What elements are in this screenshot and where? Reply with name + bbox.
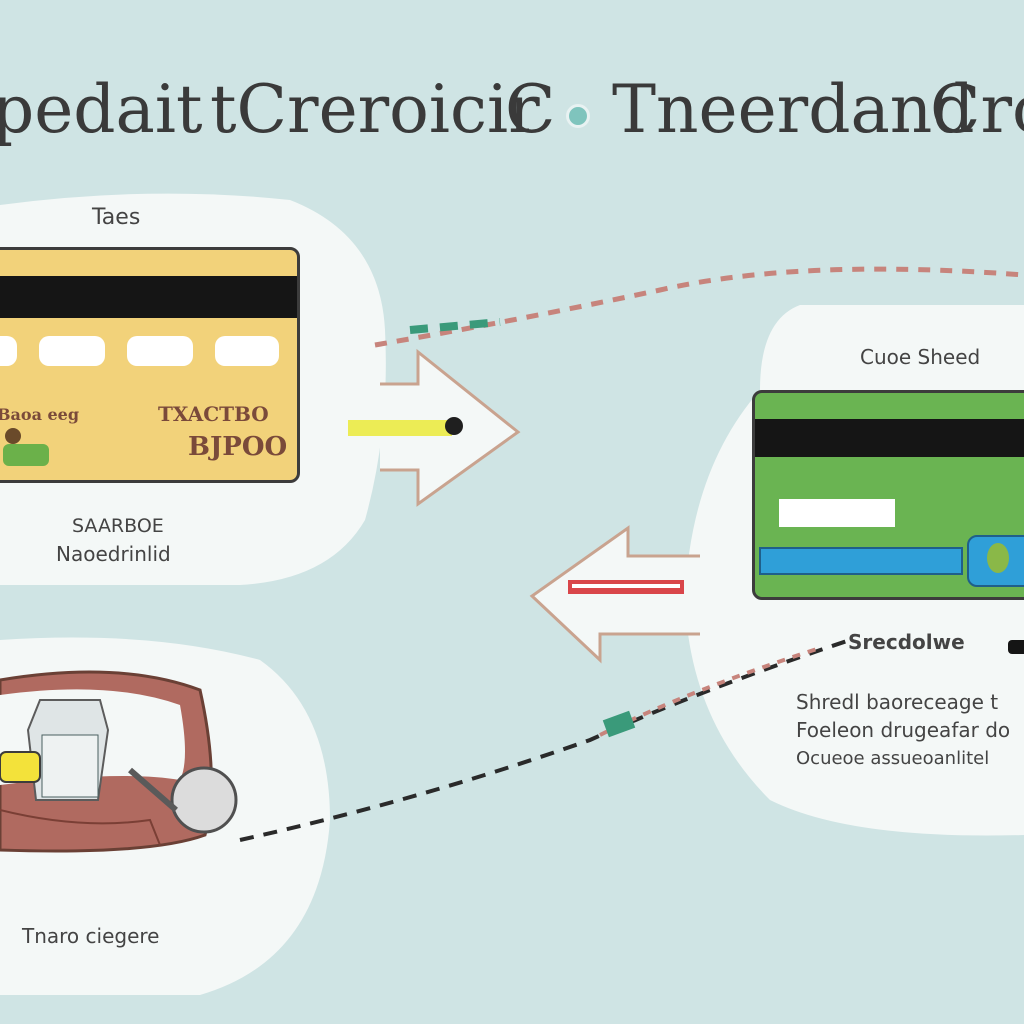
top-left-caption-1: SAARBOE	[72, 515, 164, 537]
right-subheading: Srecdolwe	[848, 630, 965, 654]
right-line-2: Foeleon drugeafar do	[796, 718, 1011, 742]
card-pill-4	[215, 336, 279, 366]
title-part-4: Tneerdand	[612, 71, 975, 148]
top-left-heading: Taes	[92, 205, 141, 230]
card-brown-emblem-icon	[5, 428, 21, 444]
dashed-connector-top	[374, 266, 1024, 348]
card-pill-3	[127, 336, 193, 366]
title-dot-icon	[566, 104, 590, 128]
card-right-text-1: TXACTBO	[158, 402, 269, 426]
right-line-1: Shredl baoreceage t	[796, 690, 999, 714]
yellow-credit-card: Baoa eeg TXACTBO BJPOO	[0, 247, 300, 483]
title-part-3: C	[505, 71, 556, 148]
green-credit-card	[752, 390, 1024, 600]
card-left-text: Baoa eeg	[0, 405, 80, 424]
card-pill-1	[0, 336, 17, 366]
title-part-2: tCreroicir	[210, 71, 540, 148]
right-subheading-marker-icon	[1008, 640, 1024, 654]
arrow-right-yellow-bar	[348, 420, 452, 436]
green-card-globe-land	[987, 543, 1009, 573]
card-magnetic-stripe	[0, 276, 297, 318]
right-heading: Cuoe Sheed	[860, 345, 981, 369]
card-green-emblem-icon	[3, 444, 49, 466]
arrow-right-dot	[445, 417, 463, 435]
title-part-1: pedait	[0, 71, 203, 148]
top-left-caption-2: Naoedrinlid	[56, 542, 171, 566]
card-right-text-2: BJPOO	[188, 432, 288, 462]
green-card-stripe	[755, 419, 1024, 457]
right-line-3: Ocueoe assueoanlitel	[796, 748, 990, 769]
bottom-left-caption: Tnaro ciegere	[22, 924, 160, 948]
green-card-name-field	[779, 499, 895, 527]
card-reader-illustration	[0, 670, 238, 853]
green-card-blue-bar	[759, 547, 963, 575]
title-part-5: Cro	[930, 71, 1024, 148]
dashed-connector-bottom	[239, 638, 851, 842]
card-pill-2	[39, 336, 105, 366]
